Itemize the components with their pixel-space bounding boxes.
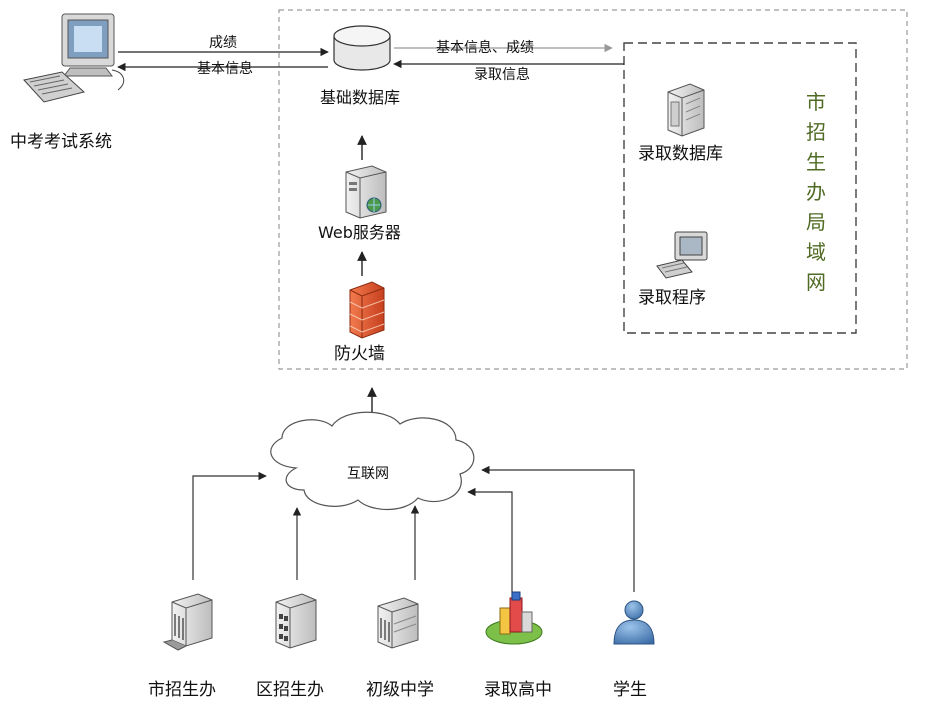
internet-label: 互联网: [347, 466, 389, 482]
database-icon: [333, 25, 391, 71]
web-server-icon: [345, 165, 387, 219]
junior-school-label: 初级中学: [366, 680, 434, 700]
student-person-icon: [613, 600, 655, 645]
admission-db-label: 录取数据库: [638, 144, 723, 164]
exam-system-label: 中考考试系统: [10, 132, 112, 152]
server-zone-boundary: [278, 9, 908, 370]
admission-high-school-icon: [485, 591, 543, 645]
student-label: 学生: [613, 680, 647, 700]
lan-label-char: 局: [806, 210, 826, 234]
firewall-label: 防火墙: [334, 344, 385, 364]
lan-label-char: 市: [806, 90, 826, 114]
lan-boundary: [623, 42, 857, 334]
desktop-computer-icon: [23, 13, 125, 103]
admission-program-label: 录取程序: [638, 288, 706, 308]
lan-label-char: 办: [806, 180, 826, 204]
link-student: [481, 465, 635, 592]
link-city-office: [192, 471, 267, 580]
firewall-icon: [349, 281, 385, 339]
admission-high-label: 录取高中: [484, 680, 552, 700]
internet-cloud-icon: [270, 411, 475, 510]
base-db-label: 基础数据库: [320, 88, 400, 107]
edge-label-admission-info: 录取信息: [474, 66, 530, 83]
admission-program-computer-icon: [656, 231, 708, 279]
lan-label-char: 生: [806, 150, 826, 174]
lan-label-char: 招: [806, 120, 826, 144]
district-office-building-icon: [275, 593, 317, 649]
district-office-label: 区招生办: [256, 680, 324, 700]
edge-label-basic-info: 基本信息: [197, 60, 253, 77]
lan-label-char: 域: [806, 240, 826, 264]
junior-school-building-icon: [377, 597, 419, 649]
city-office-building-icon: [162, 593, 213, 651]
admission-db-icon: [667, 83, 705, 137]
edge-label-scores: 成绩: [209, 35, 237, 51]
edge-label-basic-info-scores: 基本信息、成绩: [436, 39, 534, 56]
link-admission-high: [467, 487, 513, 600]
lan-label-char: 网: [806, 270, 826, 294]
web-server-label: Web服务器: [318, 223, 401, 242]
city-office-label: 市招生办: [148, 680, 216, 700]
